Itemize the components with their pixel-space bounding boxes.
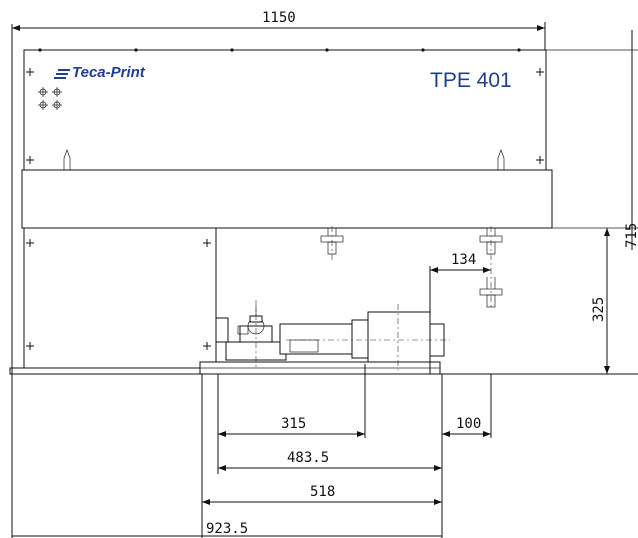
logo-mark-icon <box>54 69 70 79</box>
label-923-5: 923.5 <box>206 521 248 537</box>
brand-logo: Teca-Print <box>54 64 146 81</box>
label-483-5: 483.5 <box>287 450 329 466</box>
label-518: 518 <box>310 484 335 500</box>
middle-bar <box>21 169 638 229</box>
dimension-height-325: 325 <box>591 228 610 374</box>
dimension-overall-width: 1150 <box>11 10 546 538</box>
label-1150: 1150 <box>262 10 296 26</box>
label-325: 325 <box>591 297 607 322</box>
dimension-134: 134 <box>429 252 491 374</box>
dimension-923-5: 923.5 <box>12 521 442 537</box>
label-315: 315 <box>281 416 306 432</box>
dimension-483-5: 483.5 <box>218 374 443 538</box>
logo-text: Teca-Print <box>72 64 146 81</box>
lower-cabinet <box>23 227 217 369</box>
label-100: 100 <box>456 416 481 432</box>
dimension-height-715: 715 <box>624 30 638 250</box>
holders <box>320 226 503 310</box>
motor-assembly <box>199 300 450 375</box>
dimension-315: 315 <box>217 364 366 474</box>
model-name: TPE 401 <box>430 69 512 92</box>
label-715: 715 <box>624 223 638 248</box>
dimension-100: 100 <box>442 374 492 438</box>
dimension-518: 518 <box>201 374 442 538</box>
label-134: 134 <box>451 252 476 268</box>
